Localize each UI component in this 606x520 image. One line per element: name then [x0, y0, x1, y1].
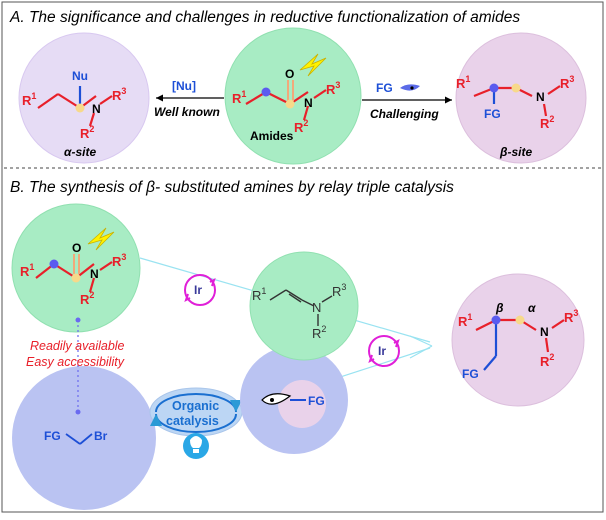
easy-accessibility-text: Easy accessibility	[26, 355, 125, 369]
radical-icon	[400, 84, 420, 91]
fg-reagent-label: FG	[376, 81, 393, 95]
bromide-circle: FG Br	[12, 366, 156, 510]
outer-frame	[1, 1, 604, 513]
r2-label: R2	[294, 118, 308, 135]
n-label: N	[90, 267, 99, 281]
n-label: N	[304, 96, 313, 110]
product-circle: β α R1 N R3 R2 FG	[451, 273, 585, 407]
ir-catalyst-2: Ir	[368, 335, 400, 367]
r1-label: R1	[252, 286, 266, 303]
beta-site-label: β-site	[499, 145, 532, 159]
r1-label: R1	[20, 262, 34, 279]
r1-label: R1	[232, 89, 246, 106]
light-bulb-icon	[183, 433, 209, 459]
r1-label: R1	[458, 312, 472, 329]
r3-label: R3	[326, 80, 340, 97]
r2-label: R2	[80, 290, 94, 307]
r3-label: R3	[564, 308, 578, 325]
alpha-site-circle: Nu R1 N R3 R2 α-site	[18, 32, 150, 164]
radical-orbital-icon	[261, 393, 292, 405]
nu-label: Nu	[72, 69, 88, 83]
br-label: Br	[94, 429, 108, 443]
organic-label: Organic	[172, 399, 219, 413]
lightning-icon	[299, 53, 327, 77]
ir-catalyst-1: Ir	[184, 274, 216, 306]
amides-circle: O R1 N R3 R2 Amides	[224, 27, 362, 165]
amides-label: Amides	[250, 129, 294, 143]
fg-label: FG	[44, 429, 61, 443]
fg-label: FG	[462, 367, 479, 381]
challenging-label: Challenging	[370, 107, 439, 121]
r1-label: R1	[456, 74, 470, 91]
r2-label: R2	[312, 324, 326, 341]
alpha-site-label: α-site	[64, 145, 96, 159]
r1-label: R1	[22, 91, 36, 108]
enamine-circle: R1 N R3 R2	[249, 251, 359, 361]
beta-label: β	[495, 301, 504, 315]
r2-label: R2	[80, 124, 94, 141]
ir-label: Ir	[194, 283, 202, 297]
n-label: N	[540, 325, 549, 339]
fg-label: FG	[308, 394, 325, 408]
r3-label: R3	[112, 86, 126, 103]
n-label: N	[536, 90, 545, 104]
catalysis-label: catalysis	[166, 414, 219, 428]
nu-reagent-label: [Nu]	[172, 79, 196, 93]
panel-b-title: B. The synthesis of β- substituted amine…	[10, 179, 454, 196]
n-label: N	[92, 102, 101, 116]
r2-label: R2	[540, 114, 554, 131]
fg-label: FG	[484, 107, 501, 121]
panel-a-title: A. The significance and challenges in re…	[9, 9, 520, 26]
r2-label: R2	[540, 352, 554, 369]
r3-label: R3	[112, 252, 126, 269]
o-label: O	[72, 241, 81, 255]
r3-label: R3	[560, 74, 574, 91]
n-label: N	[312, 300, 321, 315]
o-label: O	[285, 67, 294, 81]
alpha-label: α	[528, 301, 536, 315]
organic-catalysis: Organic catalysis	[149, 387, 243, 437]
r3-label: R3	[332, 282, 346, 299]
amide-circle-b: O R1 N R3 R2	[11, 203, 141, 333]
readily-available-text: Readily available	[30, 339, 125, 353]
beta-site-circle: R1 N R3 R2 FG β-site	[455, 32, 587, 164]
dotted-connector	[75, 317, 81, 415]
radical-circle: FG	[240, 346, 348, 454]
lightning-icon	[87, 227, 115, 251]
ir-label: Ir	[378, 344, 386, 358]
well-known-label: Well known	[154, 105, 220, 119]
